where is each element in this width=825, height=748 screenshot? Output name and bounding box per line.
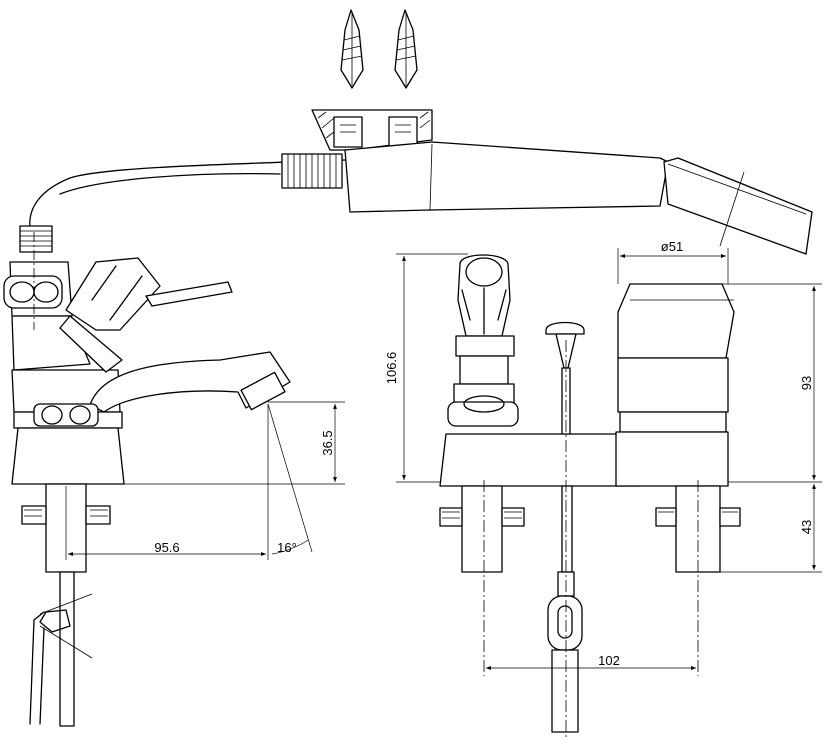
dimension-body-height: 93	[799, 376, 814, 390]
wall-plug-right	[394, 9, 418, 89]
dimension-center-distance: 102	[598, 653, 620, 668]
dimension-spout-reach: 95.6	[154, 540, 179, 555]
wall-plug-left	[340, 9, 364, 89]
dimension-spout-height: 36.5	[320, 430, 335, 455]
dimension-below-deck: 43	[799, 520, 814, 534]
dimension-overall-height: 106.6	[384, 352, 399, 385]
faucet-front-view	[439, 254, 741, 740]
side-dimensions	[65, 401, 345, 560]
front-dimensions	[396, 248, 822, 670]
faucet-side-view	[3, 232, 291, 727]
shower-hose	[19, 153, 346, 253]
hand-shower-bracket	[311, 109, 433, 151]
hand-shower	[344, 141, 813, 255]
dimension-handle-diameter: ø51	[661, 239, 683, 254]
dimension-spout-angle: 16°	[277, 540, 297, 555]
